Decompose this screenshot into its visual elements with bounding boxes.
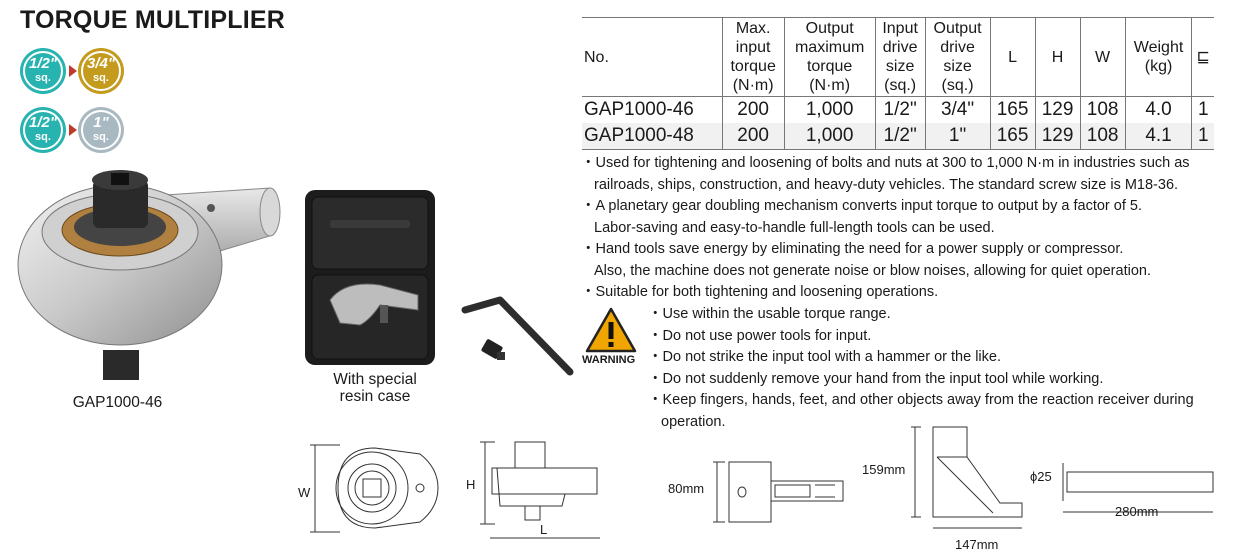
- dim-147-label: 147mm: [955, 537, 999, 552]
- table-header: Weight(kg): [1124, 17, 1192, 97]
- table-cell: 1": [924, 123, 991, 150]
- dim-25-label: ϕ25: [1030, 469, 1052, 484]
- table-header: ⊑: [1191, 17, 1214, 97]
- table-cell: 1,000: [783, 123, 876, 150]
- dim-w-label: W: [298, 485, 311, 500]
- table-cell: 4.1: [1124, 123, 1192, 150]
- table-cell: 1: [1191, 96, 1214, 123]
- hex-wrench-image: [461, 296, 574, 376]
- table-cell: 165: [989, 123, 1036, 150]
- input-size-badge-2: 1/2"sq.: [20, 107, 66, 153]
- table-cell: 1: [1191, 123, 1214, 150]
- table-cell: 129: [1034, 123, 1081, 150]
- table-cell: 129: [1034, 96, 1081, 123]
- table-cell: 4.0: [1124, 96, 1192, 123]
- table-header: L: [989, 17, 1036, 97]
- warning-icon: [585, 307, 637, 353]
- resin-case-image: [305, 190, 435, 365]
- list-item: ・Suitable for both tightening and loosen…: [581, 284, 939, 300]
- list-item: Labor-saving and easy-to-handle full-len…: [594, 219, 995, 236]
- output-size-badge-2: 1"sq.: [78, 107, 124, 153]
- list-item: ・Keep fingers, hands, feet, and other ob…: [648, 392, 1194, 408]
- dim-80-label: 80mm: [668, 481, 705, 496]
- table-cell: 108: [1079, 96, 1126, 123]
- table-cell: 200: [721, 123, 785, 150]
- list-item: ・Do not strike the input tool with a ham…: [648, 349, 1001, 365]
- list-item: ・Hand tools save energy by eliminating t…: [581, 241, 1124, 257]
- table-cell: GAP1000-46: [584, 99, 694, 120]
- dimension-drawing-front: [310, 441, 600, 539]
- list-item: ・Use within the usable torque range.: [648, 306, 891, 322]
- page-title: TORQUE MULTIPLIER: [20, 6, 285, 34]
- warning-label: WARNING: [582, 354, 636, 366]
- arrow-right-icon: [69, 65, 77, 77]
- dim-l-label: L: [540, 522, 548, 537]
- dim-280-label: 280mm: [1115, 504, 1159, 519]
- list-item: operation.: [661, 413, 726, 430]
- warning-list: ・Use within the usable torque range. ・Do …: [648, 304, 1228, 433]
- table-cell: 1/2": [874, 96, 926, 123]
- dim-h-label: H: [466, 477, 476, 492]
- list-item: Also, the machine does not generate nois…: [594, 262, 1151, 279]
- table-header: H: [1034, 17, 1081, 97]
- table-cell: GAP1000-48: [582, 123, 723, 150]
- dimension-drawing-reaction-arm: [713, 426, 1214, 529]
- input-size-badge-1: 1/2"sq.: [20, 48, 66, 94]
- table-cell: 165: [989, 96, 1036, 123]
- table-cell: 1,000: [783, 96, 876, 123]
- output-size-badge-1: 3/4"sq.: [78, 48, 124, 94]
- product-caption: GAP1000-46: [72, 394, 163, 411]
- list-item: ・Used for tightening and loosening of bo…: [581, 155, 1190, 171]
- feature-list: ・Used for tightening and loosening of bo…: [581, 153, 1231, 304]
- table-cell: 1/2": [874, 123, 926, 150]
- table-cell: 3/4": [924, 96, 991, 123]
- table-cell: 200: [721, 96, 785, 123]
- table-header: No.: [584, 48, 609, 66]
- torque-multiplier-image: [17, 170, 281, 380]
- list-item: ・A planetary gear doubling mechanism con…: [581, 198, 1142, 214]
- dim-159-label: 159mm: [862, 462, 906, 477]
- table-cell: 108: [1079, 123, 1126, 150]
- list-item: railroads, ships, construction, and heav…: [594, 176, 1179, 193]
- arrow-right-icon: [69, 124, 77, 136]
- list-item: ・Do not use power tools for input.: [648, 327, 872, 344]
- list-item: ・Do not suddenly remove your hand from t…: [648, 370, 1104, 387]
- table-header: W: [1079, 17, 1126, 97]
